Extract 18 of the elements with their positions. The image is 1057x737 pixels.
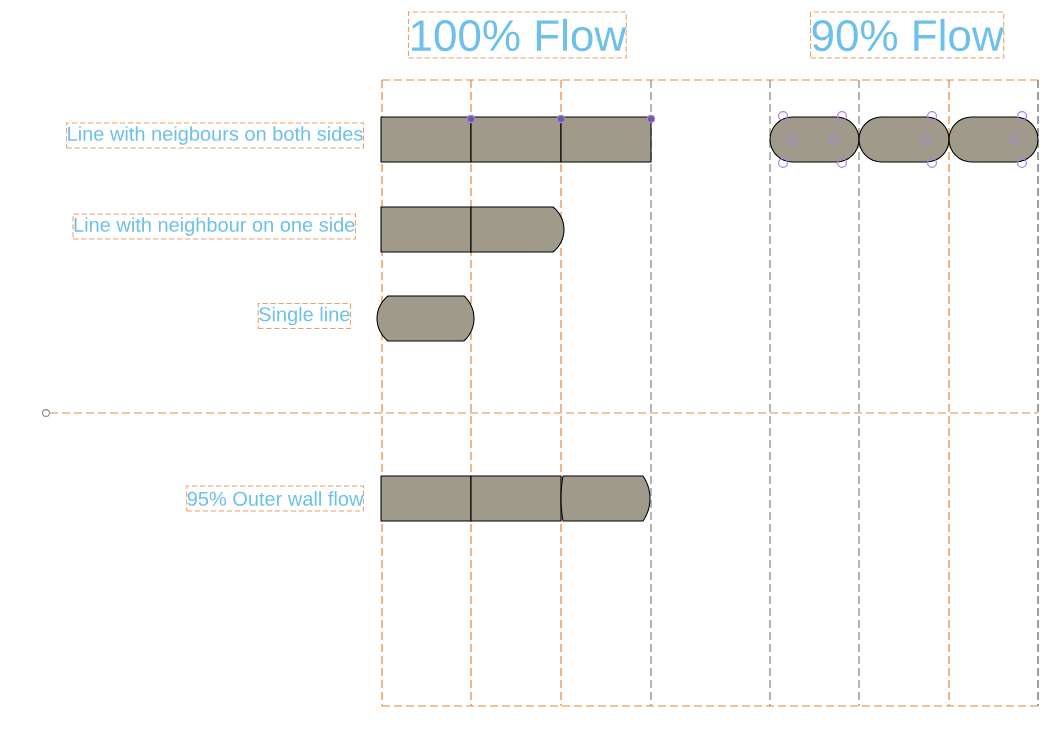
extrusion-bead: [560, 116, 652, 163]
extrusion-bead: [380, 116, 472, 163]
column-heading: 100% Flow: [408, 11, 627, 59]
extrusion-bead: [380, 475, 472, 522]
extrusion-bead: [470, 206, 565, 253]
row-label: Line with neigbours on both sides: [66, 122, 364, 149]
column-heading: 90% Flow: [810, 11, 1005, 59]
row-label: 95% Outer wall flow: [186, 485, 364, 512]
extrusion-bead: [470, 116, 562, 163]
row-label: Line with neighbour on one side: [72, 213, 356, 240]
extrusion-bead: [470, 475, 562, 522]
extrusion-bead: [769, 116, 860, 163]
row-label: Single line: [257, 302, 351, 330]
extrusion-bead: [948, 116, 1039, 163]
extrusion-bead: [858, 116, 950, 163]
extrusion-bead: [376, 295, 475, 342]
extrusion-bead: [380, 206, 472, 253]
extrusion-bead: [560, 475, 651, 522]
